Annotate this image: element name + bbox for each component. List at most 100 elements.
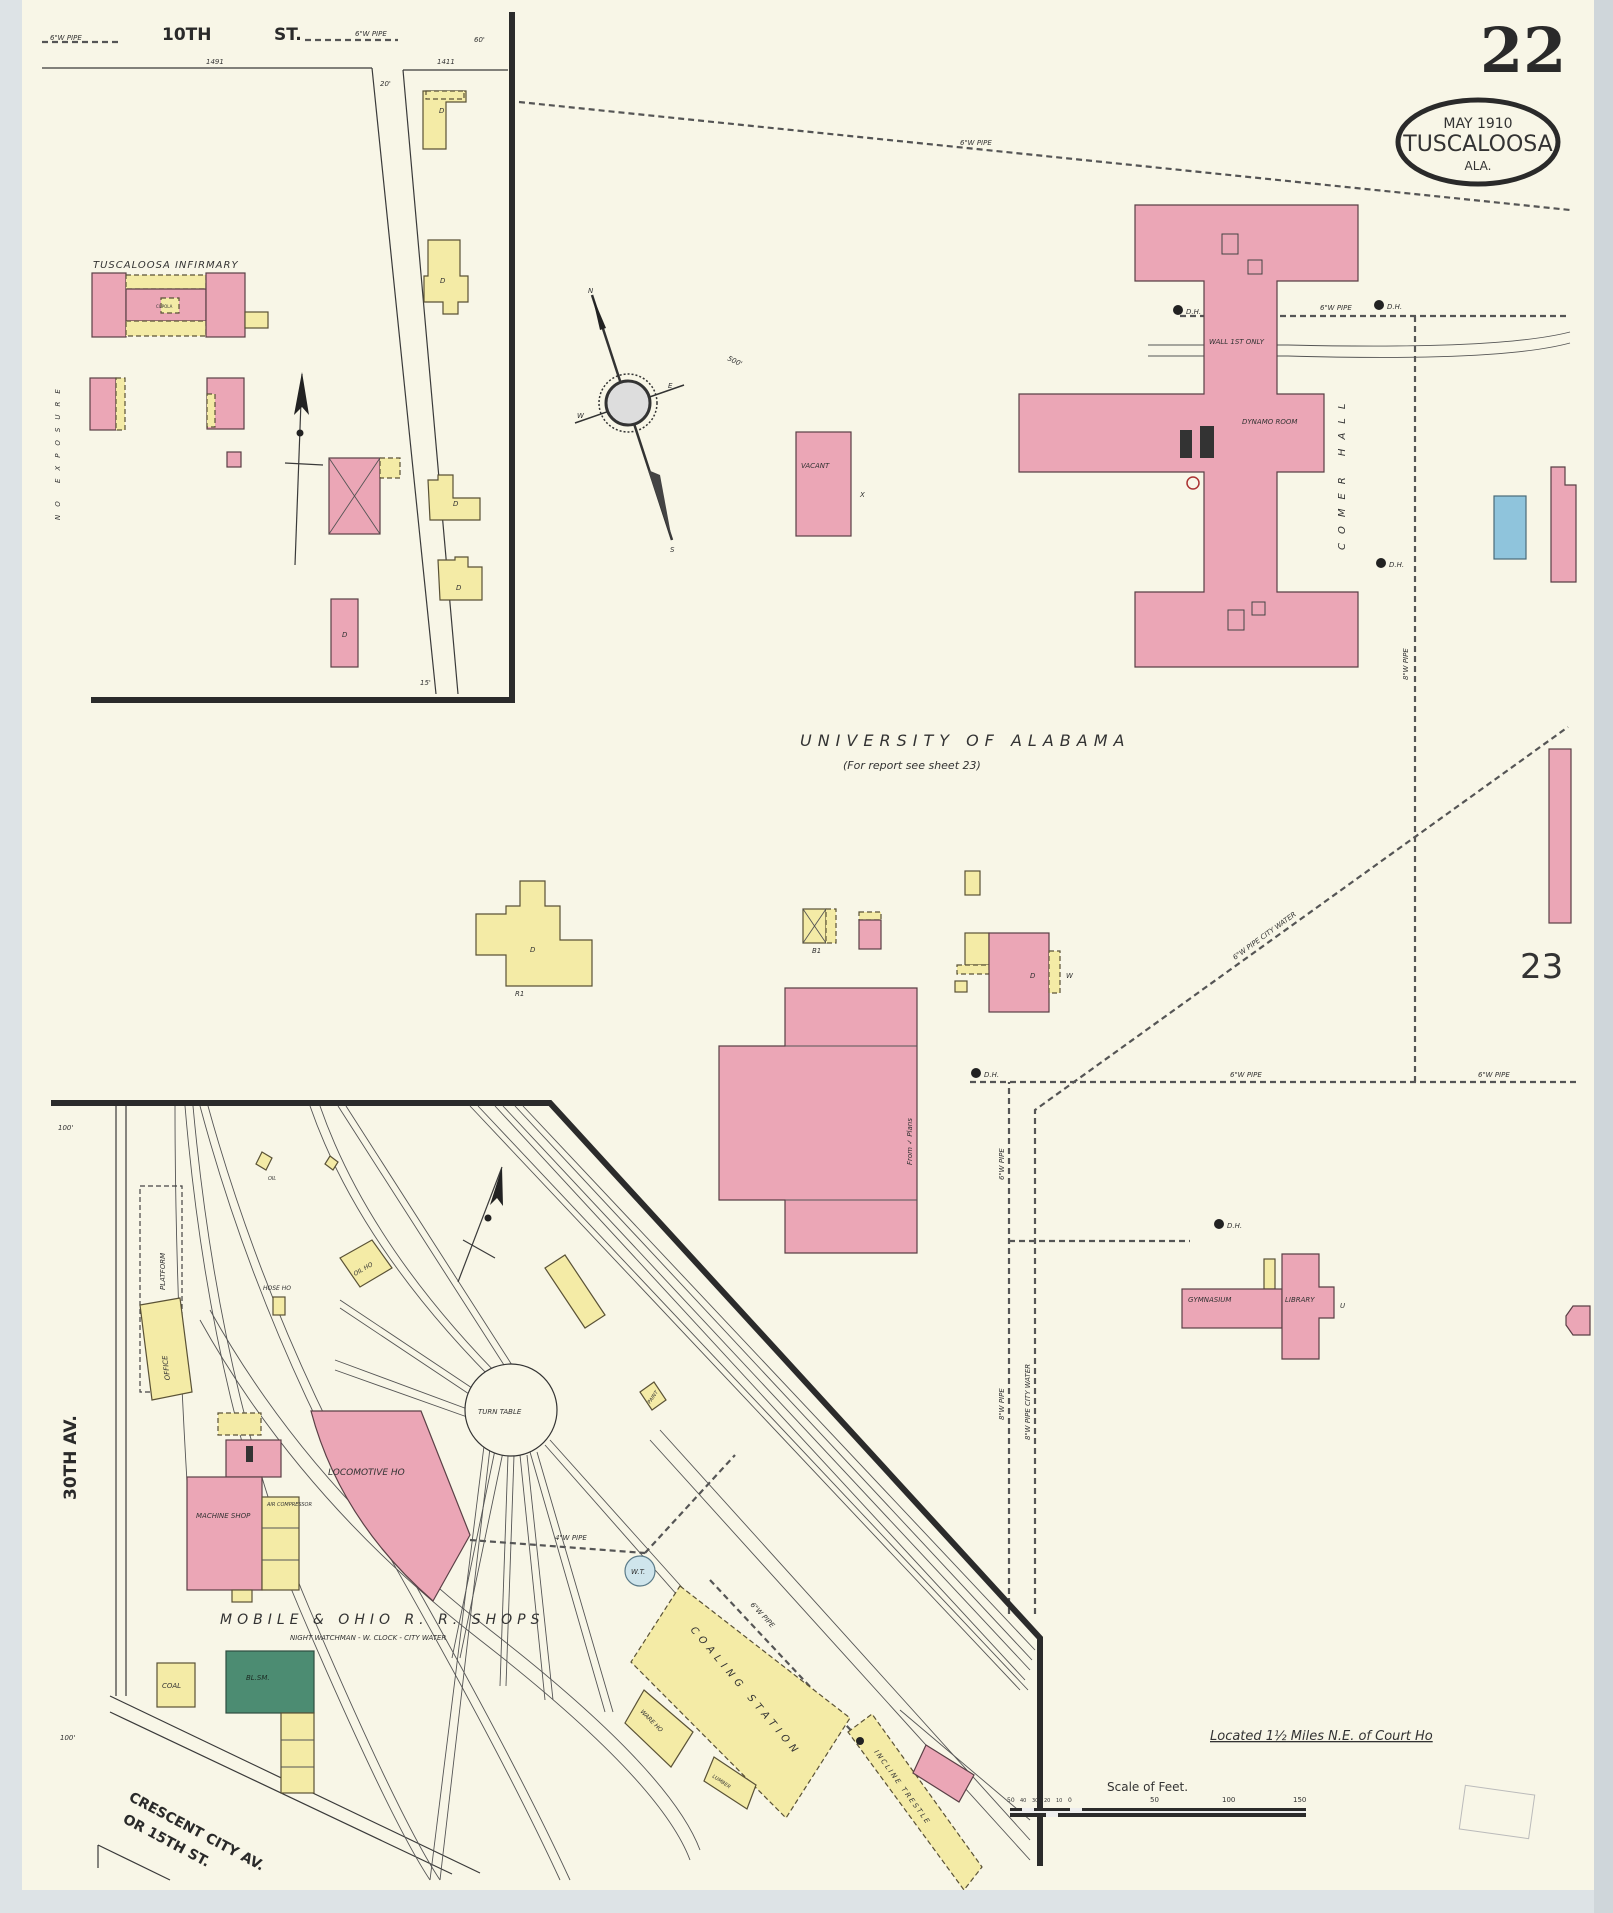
scale-tick: 30	[1032, 1798, 1038, 1804]
building-comer-hall: DYNAMO ROOM WALL 1ST ONLY	[1018, 204, 1359, 668]
building-air-compressor	[261, 1496, 300, 1591]
air-compressor-label: AIR COMPRESSOR	[266, 1502, 312, 1508]
building-hose-house	[272, 1296, 286, 1316]
turntable-rays	[334, 1299, 723, 1881]
oil-label: OIL	[268, 1176, 276, 1182]
machine-shop-label: MACHINE SHOP	[196, 1512, 251, 1520]
scale-tick: 20	[1044, 1798, 1050, 1804]
building-tuscaloosa-infirmary: CUPOLA	[91, 272, 269, 338]
dwelling-label: D	[1030, 972, 1036, 980]
inset-border	[91, 12, 515, 703]
north-arrow-yard-icon	[457, 1166, 503, 1283]
street-name-10th: 10TH	[162, 25, 211, 45]
pipe-label: 6"W PIPE	[960, 139, 992, 147]
parallel-tracks	[469, 1105, 1036, 1861]
scan-margin	[22, 1890, 1594, 1913]
lot-label: U	[1340, 1302, 1345, 1310]
building-machine-shop	[186, 1476, 263, 1591]
compass-s: S	[670, 546, 675, 554]
dwelling-label: D	[440, 277, 446, 285]
building-lumber	[703, 1756, 757, 1810]
pipe-label: 8"W PIPE	[1402, 648, 1410, 680]
alley-width: 20'	[380, 80, 391, 88]
street-width: 60'	[474, 36, 485, 44]
turn-table-label: TURN TABLE	[478, 1408, 522, 1416]
cupola-label: CUPOLA	[156, 304, 173, 309]
north-arrow-icon	[284, 372, 324, 566]
scale-tick: 100	[1222, 1796, 1235, 1804]
building-edge-3	[1565, 1305, 1591, 1336]
hydrants: D.H. D.H. D.H. D.H. D.H.	[971, 300, 1404, 1230]
building-vacant: VACANT X	[795, 431, 865, 537]
water-tank	[624, 1555, 656, 1587]
building-coaling-station	[630, 1585, 851, 1819]
library-stamp	[1458, 1784, 1536, 1840]
sheet-number: 22	[1480, 14, 1566, 87]
compass-w: W	[577, 412, 585, 420]
platform-label: PLATFORM	[159, 1253, 167, 1290]
university-middle-buildings: D R1 B1 D W From ✓ Plans	[475, 870, 1074, 1254]
dwelling-label: D	[456, 584, 462, 592]
building-edge-2	[1548, 748, 1572, 924]
building-locomotive-house	[310, 1410, 471, 1602]
locomotive-house-label: LOCOMOTIVE HO	[328, 1468, 405, 1478]
wall-note: WALL 1ST ONLY	[1209, 338, 1265, 346]
vacant-label: VACANT	[801, 462, 830, 470]
building-blue	[1493, 495, 1527, 560]
water-tank-label: W.T.	[631, 1568, 645, 1576]
scale-tick: 10	[1056, 1798, 1062, 1804]
compass-rose-icon: N S E W	[574, 287, 685, 554]
address-number: 1411	[437, 58, 455, 66]
scale-tick: 50	[1150, 1796, 1159, 1804]
hydrant-label: D.H.	[1389, 561, 1404, 569]
building-blacksmith	[225, 1650, 315, 1714]
building-oil-house	[339, 1239, 393, 1288]
building-office	[139, 1297, 193, 1401]
pipe-label: 6"W PIPE	[50, 34, 82, 42]
dwelling-label: D	[530, 946, 536, 954]
address-number: 1491	[206, 58, 224, 66]
scale-tick: 150	[1293, 1796, 1306, 1804]
building-pink-small	[912, 1744, 975, 1803]
dwelling-label: D	[439, 107, 445, 115]
hydrant-label: D.H.	[1227, 1222, 1242, 1230]
hydrant-icon	[1374, 300, 1384, 310]
building-paint	[639, 1381, 667, 1411]
sheet-date: MAY 1910	[1443, 116, 1512, 132]
infirmary-label: TUSCALOOSA INFIRMARY	[93, 260, 239, 271]
adjacent-sheet-number[interactable]: 23	[1520, 947, 1563, 987]
hydrant-icon	[1214, 1219, 1224, 1229]
lot-label: X	[859, 491, 865, 499]
building-warehouse	[624, 1689, 694, 1768]
dwelling-label: D	[453, 500, 459, 508]
hydrant-icon	[856, 1737, 864, 1745]
scale-tick: 0	[1068, 1797, 1072, 1804]
building-edge-1	[1550, 466, 1577, 583]
path-lines	[1148, 331, 1571, 358]
location-note: Located 1½ Miles N.E. of Court Ho	[1210, 1729, 1433, 1744]
street-width: 100'	[58, 1124, 73, 1132]
scan-edge	[1594, 0, 1613, 1913]
scale-tick: 50	[1007, 1797, 1015, 1804]
yard-border	[51, 1100, 1043, 1866]
pipe-label: 6"W PIPE	[998, 1148, 1006, 1180]
comer-hall-label: COMER HALL	[1337, 395, 1348, 550]
lot-label: R1	[515, 990, 524, 998]
pipe-label: 6"W PIPE	[1230, 1071, 1262, 1079]
pipe-label: 6"W PIPE	[355, 30, 387, 38]
office-label: OFFICE	[161, 1354, 172, 1380]
street-width: 100'	[60, 1734, 75, 1742]
hydrant-icon	[1173, 305, 1183, 315]
city-name: TUSCALOOSA	[1402, 132, 1552, 157]
hydrant-label: D.H.	[984, 1071, 999, 1079]
building-gymnasium-library: GYMNASIUM LIBRARY U	[1181, 1253, 1345, 1360]
from-plans-note: From ✓ Plans	[906, 1118, 914, 1165]
title-cartouche: MAY 1910 TUSCALOOSA ALA.	[1395, 97, 1561, 187]
railroad-shops-title: MOBILE & OHIO R. R. SHOPS	[220, 1612, 544, 1628]
turn-table	[464, 1363, 558, 1457]
scale-title: Scale of Feet.	[1107, 1780, 1188, 1794]
hydrant-icon	[1376, 558, 1386, 568]
hydrant-label: D.H.	[1387, 303, 1402, 311]
university-note: (For report see sheet 23)	[843, 759, 981, 772]
